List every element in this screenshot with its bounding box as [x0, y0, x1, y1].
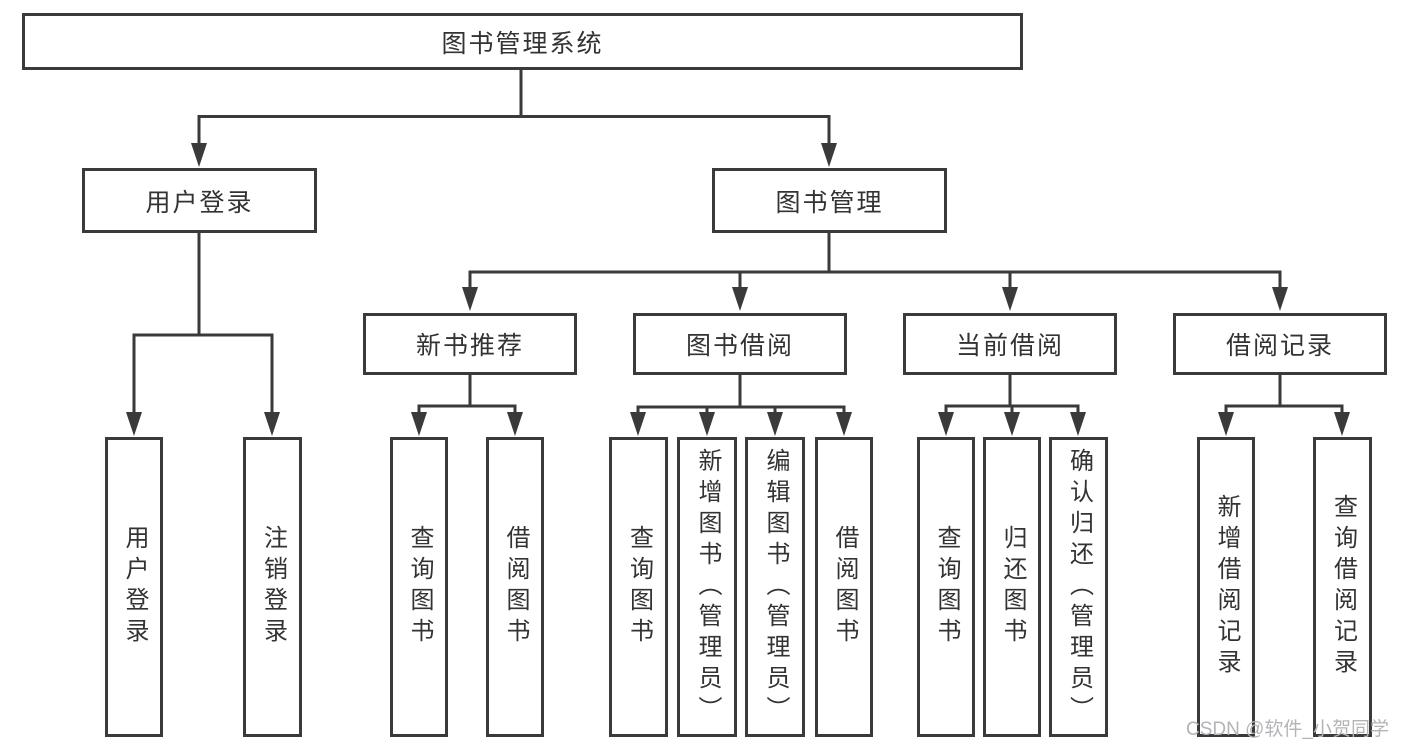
watermark: CSDN @软件_小贺同学 [1186, 719, 1389, 740]
node-current-borrowing: 当前借阅 [903, 313, 1117, 375]
node-user-login: 用户登录 [82, 168, 317, 233]
node-book-borrowing: 图书借阅 [633, 313, 847, 375]
node-borrowing-records: 借阅记录 [1173, 313, 1387, 375]
node-new-book-recommendation: 新书推荐 [363, 313, 577, 375]
node-user-login-action: 用户登录 [105, 437, 163, 737]
node-confirm-return-admin: 确认归还（管理员） [1049, 437, 1108, 737]
node-book-management: 图书管理 [712, 168, 947, 233]
node-query-books-recommend: 查询图书 [390, 437, 448, 737]
node-query-books-current: 查询图书 [917, 437, 975, 737]
node-borrow-books: 借阅图书 [815, 437, 873, 737]
node-return-books: 归还图书 [983, 437, 1041, 737]
node-query-books-borrow: 查询图书 [609, 437, 668, 737]
node-logout: 注销登录 [243, 437, 302, 737]
node-library-management-system: 图书管理系统 [22, 13, 1023, 70]
node-add-books-admin: 新增图书（管理员） [677, 437, 737, 737]
node-edit-books-admin: 编辑图书（管理员） [745, 437, 805, 737]
node-borrow-books-recommend: 借阅图书 [486, 437, 544, 737]
node-add-borrow-record: 新增借阅记录 [1197, 437, 1255, 737]
node-query-borrow-record: 查询借阅记录 [1313, 437, 1372, 737]
